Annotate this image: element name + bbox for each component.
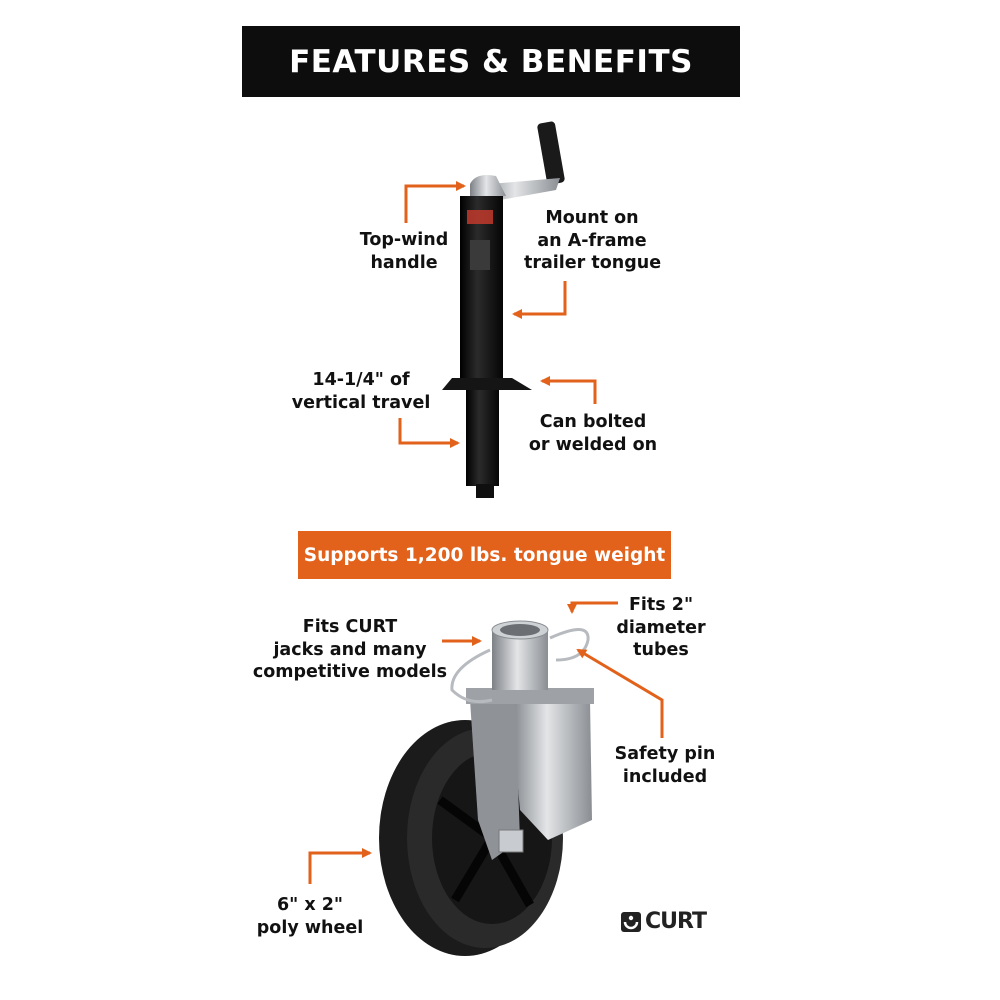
arrow-travel (398, 418, 460, 448)
callout-arrows (308, 181, 664, 884)
safety-pin (549, 628, 590, 662)
curt-logo-text: CURT (645, 909, 707, 934)
mounting-plate (442, 378, 532, 390)
callout-wheel: 6" x 2"poly wheel (256, 895, 364, 938)
arrow-top-wind (404, 181, 466, 223)
swivel-plate (466, 688, 594, 704)
curt-logo: CURT (621, 909, 707, 934)
handle-grip (537, 121, 565, 185)
arrow-safety-pin (576, 648, 664, 738)
jack-outer-tube (460, 196, 503, 388)
curt-logo-icon (621, 911, 641, 932)
mount-tube (492, 630, 548, 690)
caster-wheel (379, 620, 594, 956)
axle-bolt (498, 829, 524, 853)
tongue-weight-banner: Supports 1,200 lbs. tongue weight (298, 531, 671, 579)
arrow-fits-2 (567, 601, 618, 614)
arrow-bolted (540, 376, 597, 404)
tongue-jack (442, 121, 565, 498)
jack-cap (470, 175, 506, 198)
caster-fork (510, 700, 592, 840)
features-header: FEATURES & BENEFITS (242, 26, 740, 97)
arrow-wheel (308, 848, 372, 884)
jack-inner-tube (466, 390, 499, 486)
arrow-mount (512, 281, 567, 319)
